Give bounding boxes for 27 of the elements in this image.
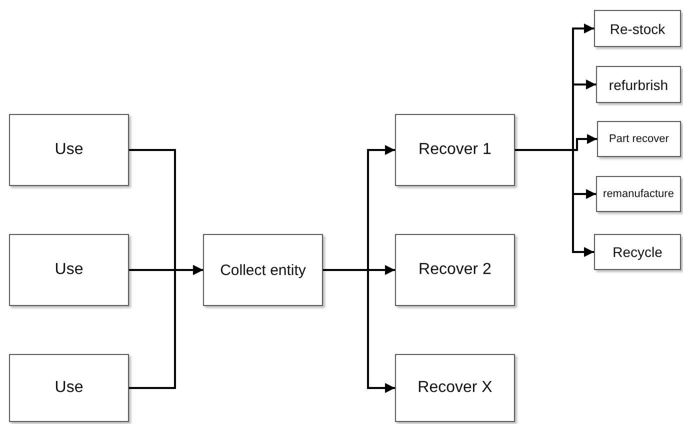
box-label: Recycle [612, 244, 662, 260]
box-label: Collect entity [220, 262, 306, 278]
box-label: Recover 1 [418, 141, 492, 159]
process-box [596, 66, 681, 103]
box-label: Re-stock [610, 20, 666, 36]
process-box [9, 234, 129, 306]
process-box [203, 234, 323, 306]
arrow [323, 269, 395, 393]
process-box [395, 354, 515, 422]
process-box [594, 234, 681, 270]
arrow [515, 149, 594, 257]
box-label: refurbrish [608, 76, 668, 92]
process-box [395, 234, 515, 306]
box-label: remanufacture [603, 188, 674, 200]
box-label: Part recover [609, 133, 669, 145]
process-box [594, 10, 681, 47]
box-label: Use [54, 141, 84, 159]
box-label: Recover X [418, 379, 492, 397]
process-box [9, 114, 129, 186]
box-label: Use [54, 379, 84, 397]
process-box [395, 114, 515, 186]
arrow [129, 265, 203, 389]
process-box [596, 176, 681, 212]
box-label: Recover 2 [418, 261, 492, 279]
box-label: Use [54, 261, 84, 279]
process-box [597, 121, 681, 157]
process-box [9, 354, 129, 422]
